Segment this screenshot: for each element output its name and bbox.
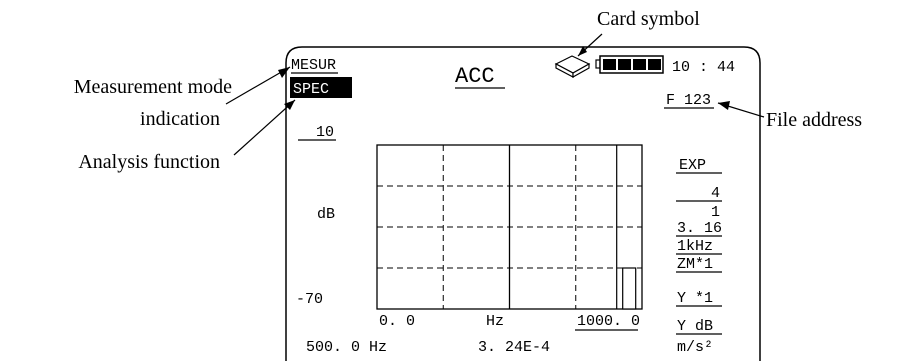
lcd-frame	[285, 46, 761, 361]
analysis-function-callout: Analysis function	[78, 151, 220, 173]
analysis-function-arrowhead	[284, 100, 295, 110]
battery-cell	[603, 59, 616, 70]
function-label: SPEC	[293, 81, 329, 98]
battery-cell	[633, 59, 646, 70]
x-start-label: 0. 0	[379, 313, 415, 330]
channel-label: ACC	[455, 64, 495, 89]
card-symbol-arrowhead	[578, 46, 587, 56]
panel-y-scale: Y *1	[677, 290, 713, 307]
settings-panel: EXP 4 1 3. 16 1kHz ZM*1 Y *1 Y dB	[676, 157, 722, 335]
battery-icon	[595, 55, 664, 74]
panel-value-1: 1	[711, 204, 720, 221]
x-end-label: 1000. 0	[577, 313, 640, 330]
measurement-mode-leader	[225, 66, 291, 105]
y-top-label: 10	[316, 124, 334, 141]
y-unit-label: dB	[317, 206, 335, 223]
battery-cell	[648, 59, 661, 70]
panel-y-unit: Y dB	[677, 318, 713, 335]
x-unit-label: Hz	[486, 313, 504, 330]
cursor-value: 3. 24E-4	[478, 339, 550, 356]
value-unit: m/s²	[677, 339, 713, 356]
arrowheads	[278, 46, 730, 110]
panel-average-count: 4	[711, 185, 720, 202]
panel-frequency-range: 1kHz	[677, 238, 713, 255]
spectrum-plot	[376, 144, 643, 310]
panel-value-316: 3. 16	[677, 220, 722, 237]
card-icon	[554, 55, 591, 79]
y-bottom-label: -70	[296, 291, 323, 308]
measurement-mode-callout-line1: Measurement mode	[74, 76, 232, 98]
file-address-display: F 123	[666, 92, 711, 109]
spectrum-bar	[622, 267, 637, 310]
file-address-callout: File address	[766, 109, 862, 131]
time-display: 10 : 44	[672, 59, 735, 76]
measurement-mode-arrowhead	[278, 67, 290, 78]
function-badge	[290, 77, 352, 98]
mode-label: MESUR	[291, 57, 336, 74]
spectrum-bars	[616, 145, 637, 310]
analysis-function-leader	[233, 99, 296, 156]
file-address-arrowhead	[718, 101, 730, 110]
panel-zoom: ZM*1	[677, 256, 713, 273]
panel-exp: EXP	[679, 157, 706, 174]
battery-cell	[618, 59, 631, 70]
cursor-frequency: 500. 0 Hz	[306, 339, 387, 356]
measurement-mode-callout-line2: indication	[140, 108, 220, 130]
card-symbol-callout: Card symbol	[597, 8, 700, 30]
